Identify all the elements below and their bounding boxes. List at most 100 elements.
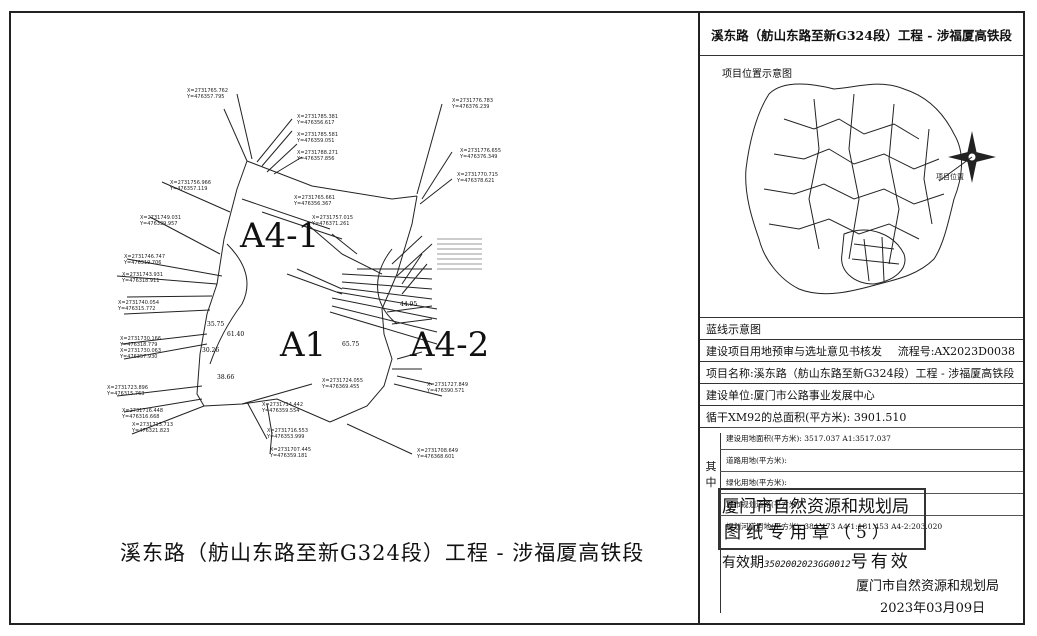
coordinate-note: Y=476357.856 [296,156,334,162]
coordinate-note: X=2731707.445 [270,447,311,453]
title-block-panel: 溪东路（舫山东路至新G324段）工程 - 涉福厦高铁段 项目位置示意图 项 [700,13,1023,623]
coordinate-note: Y=476371.261 [311,221,349,227]
coordinate-note: Y=476318.779 [119,342,157,348]
parcel-boundary-road [246,160,418,200]
qizhong-label: 其中 [705,460,717,489]
edge-length: 65.75 [342,341,359,348]
parcel-boundary-right [329,195,418,423]
coordinate-note: X=2731756.966 [170,180,211,186]
coordinate-note: Y=476357.795 [186,94,224,100]
edge-length: 35.75 [207,321,224,328]
validity-suffix: 号有效 [850,552,911,572]
coordinate-note: X=2731765.661 [294,195,335,201]
coordinate-note: Y=476376.239 [451,104,489,110]
builder-row: 建设单位:厦门市公路事业发展中心 [700,383,1023,405]
project-location-marker: 项目位置 [936,156,973,182]
coordinate-note: Y=476357.930 [119,354,157,360]
parcel-boundary-left [196,160,248,407]
parcel-label-a1: A1 [279,325,326,365]
issuing-bureau: 厦门市自然资源和规划局 [856,579,1000,594]
approval-row: 建设项目用地预审与选址意见书核发 流程号:AX2023D0038 [700,339,1023,361]
sub-row-4: 规划河道用地(平方米): 384.473 A4-1:181.453 A4-2:2… [720,515,1023,537]
coordinate-note: Y=476357.119 [169,186,207,192]
parcel-boundary-bottom [203,398,331,423]
coordinate-note: Y=476315.772 [117,306,155,312]
coordinate-note: Y=476359.181 [269,453,307,459]
approval-type: 建设项目用地预审与选址意见书核发 [706,344,882,358]
coordinate-note: X=2731730.063 [120,348,161,354]
coordinate-note: X=2731727.849 [427,382,468,388]
frame-divider [698,11,700,625]
sub-row-2: 绿化用地(平方米): [720,471,1023,493]
coordinate-note: Y=476318.911 [121,278,159,284]
coordinate-note: X=2731757.015 [312,215,353,221]
project-name: 项目名称:溪东路（舫山东路至新G324段）工程 - 涉福厦高铁段 [706,366,1015,380]
flow-number: 流程号:AX2023D0038 [897,344,1015,358]
validity-prefix: 有效期 [722,555,764,571]
coordinate-note: Y=476315.763 [106,391,144,397]
validity-line: 有效期3502002023GG0012号有效 [722,547,911,572]
edge-length: 44.95 [400,301,417,308]
coordinate-note: X=2731785.581 [297,132,338,138]
sub-row-3: 城市规划道路(平方米): [720,493,1023,515]
redline-label: 蓝线示意图 [706,322,761,336]
stamp-bureau-text: 厦门市自然资源和规划局 [722,497,909,517]
sub-row-0: 建设用地面积(平方米): 3517.037 A1:3517.037 [720,427,1023,449]
svg-text:项目位置: 项目位置 [936,172,964,181]
edge-length: 61.40 [227,331,244,338]
coordinate-note: Y=476359.554 [261,408,299,414]
panel-title: 溪东路（舫山东路至新G324段）工程 - 涉福厦高铁段 [700,13,1023,56]
sub-row-1: 道路用地(平方米): [720,449,1023,471]
validity-handwritten-number: 3502002023GG0012 [764,560,851,570]
stamp-border [718,488,926,550]
coordinate-note: Y=476321.823 [131,428,169,434]
project-name-row: 项目名称:溪东路（舫山东路至新G324段）工程 - 涉福厦高铁段 [700,361,1023,383]
coordinate-note: Y=476390.571 [426,388,464,394]
location-map: 项目位置 [745,83,996,295]
compass-rose [948,131,996,183]
issue-date: 2023年03月09日 [880,601,986,616]
coordinate-note: Y=476378.621 [456,178,494,184]
builder: 建设单位:厦门市公路事业发展中心 [706,388,875,402]
drawing-title: 溪东路（舫山东路至新G324段）工程 - 涉福厦高铁段 [120,541,645,565]
coordinate-note: X=2731723.896 [107,385,148,391]
coordinate-note: X=2731730.166 [120,336,161,342]
edge-length: 30.26 [202,347,219,354]
coordinate-note: X=2731788.271 [297,150,338,156]
coordinate-note: X=2731765.762 [187,88,228,94]
total-area-row: 循干XM92的总面积(平方米): 3901.510 [700,405,1023,427]
parcel-label-a4-2: A4-2 [409,325,489,365]
coordinate-note: Y=476356.617 [296,120,334,126]
edge-length: 38.66 [217,374,234,381]
parcel-label-a4-1: A4-1 [239,216,319,256]
stamp-seal-text: 图纸专用章（5） [724,523,894,543]
coordinate-note: X=2731770.715 [457,172,498,178]
site-plan-drawing: A4-1 A1 A4-2 35.75 61.40 38.66 30.26 65.… [106,88,501,460]
coordinate-note: Y=476353.999 [266,434,304,440]
coordinate-note: Y=476319.706 [123,260,161,266]
coordinate-note: X=2731746.747 [124,254,165,260]
coordinate-note: Y=476316.668 [121,414,159,420]
redline-label-row: 蓝线示意图 [700,317,1023,339]
coordinate-note: Y=476339.957 [139,221,177,227]
coordinate-note: Y=476356.367 [293,201,331,207]
coordinate-note: X=2731713.713 [132,422,173,428]
location-map-label: 项目位置示意图 [722,69,792,80]
coordinate-note: X=2731740.054 [118,300,159,306]
coordinate-notes: X=2731765.762Y=476357.795X=2731785.381Y=… [106,88,501,460]
coordinate-note: X=2731716.553 [267,428,308,434]
coordinate-note: Y=476368.601 [416,454,454,460]
qizhong-divider [720,433,721,613]
coordinate-note: X=2731776.783 [452,98,493,104]
coordinate-note: X=2731785.381 [297,114,338,120]
coordinate-note: Y=476369.455 [321,384,359,390]
coordinate-note: X=2731716.448 [122,408,163,414]
coordinate-note: X=2731708.649 [417,448,458,454]
coordinate-note: X=2731743.931 [122,272,163,278]
coordinate-note: X=2731724.055 [322,378,363,384]
coordinate-note: X=2731714.442 [262,402,303,408]
coordinate-note: Y=476359.051 [296,138,334,144]
drawing-frame [9,11,1025,625]
coordinate-note: X=2731776.655 [460,148,501,154]
coordinate-note: X=2731749.031 [140,215,181,221]
